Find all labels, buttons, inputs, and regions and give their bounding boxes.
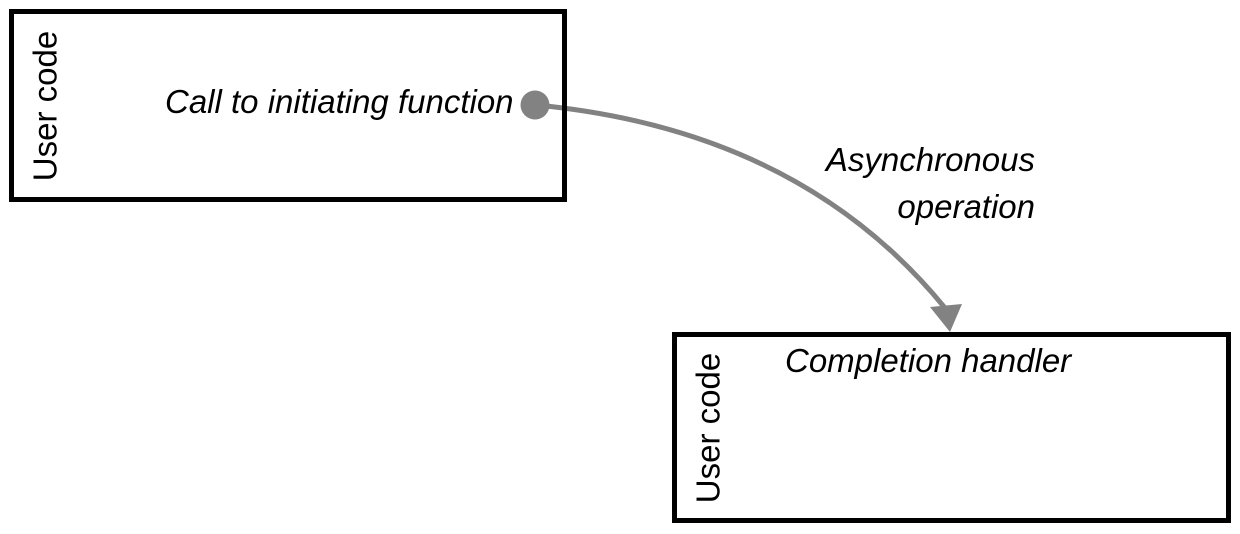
user-code-side-label: User code xyxy=(26,30,64,181)
user-code-side-label: User code xyxy=(689,352,727,503)
async-arrow-curve xyxy=(533,102,948,311)
asynchronous-operation-label-line2: operation xyxy=(897,188,1035,225)
arrow-start-dot-icon xyxy=(520,90,550,120)
arrowhead-icon xyxy=(930,304,962,332)
call-to-initiating-function-label: Call to initiating function xyxy=(165,83,514,120)
user-code-box-completion: User code Completion handler xyxy=(672,332,1231,523)
completion-handler-label: Completion handler xyxy=(785,342,1072,379)
asynchronous-operation-label: Asynchronous operation xyxy=(826,136,1035,230)
user-code-box-initiating: User code Call to initiating function xyxy=(9,9,567,202)
asynchronous-operation-label-line1: Asynchronous xyxy=(825,141,1035,178)
